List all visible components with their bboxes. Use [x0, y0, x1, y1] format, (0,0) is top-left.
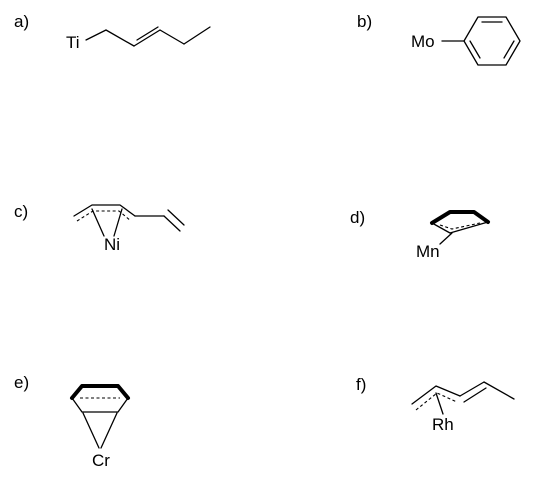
panel-f: f) Rh — [356, 375, 515, 434]
panel-d: d) Mn — [350, 208, 490, 261]
panel-c-label: c) — [14, 202, 28, 221]
panel-c-metal: Ni — [104, 235, 120, 254]
panel-b-metal: Mo — [411, 32, 435, 51]
panel-f-label: f) — [356, 375, 366, 394]
panel-b: b) Mo — [357, 12, 521, 66]
panel-e-metal: Cr — [92, 451, 110, 470]
panel-b-ligand — [441, 16, 521, 66]
panel-f-ligand — [411, 381, 515, 415]
panel-e-label: e) — [14, 373, 29, 392]
panel-f-metal: Rh — [432, 415, 454, 434]
panel-d-ligand — [430, 210, 490, 245]
panel-d-metal: Mn — [416, 242, 440, 261]
panel-a: a) Ti — [14, 12, 211, 52]
panel-a-metal: Ti — [66, 33, 80, 52]
panel-e: e) Cr — [14, 373, 130, 470]
panel-a-label: a) — [14, 12, 29, 31]
panel-d-label: d) — [350, 208, 365, 227]
panel-e-ligand — [70, 384, 130, 449]
panel-b-label: b) — [357, 12, 372, 31]
panel-c-ligand — [73, 204, 185, 237]
panel-c: c) Ni — [14, 202, 185, 254]
panel-a-ligand — [85, 26, 211, 47]
